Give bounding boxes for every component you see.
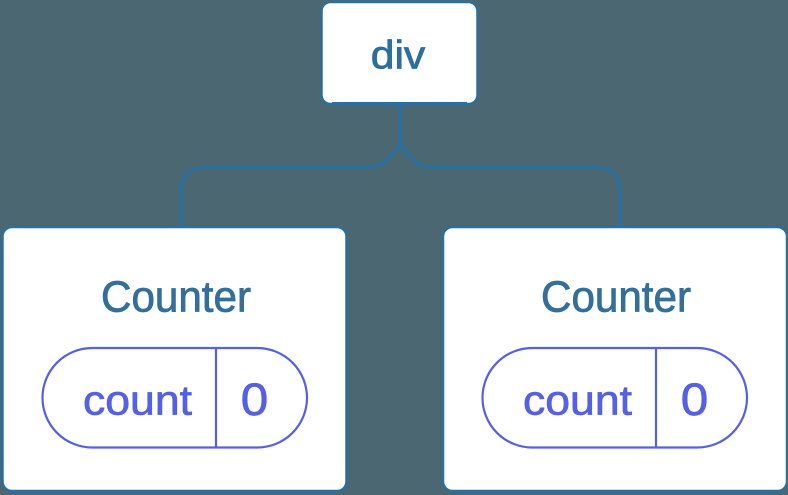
svg-text:count: count [523,377,632,424]
svg-text:Counter: Counter [541,273,691,322]
svg-text:div: div [371,34,426,78]
svg-text:Counter: Counter [101,273,251,322]
svg-text:count: count [83,377,192,424]
svg-text:0: 0 [681,374,709,425]
svg-text:0: 0 [241,374,269,425]
